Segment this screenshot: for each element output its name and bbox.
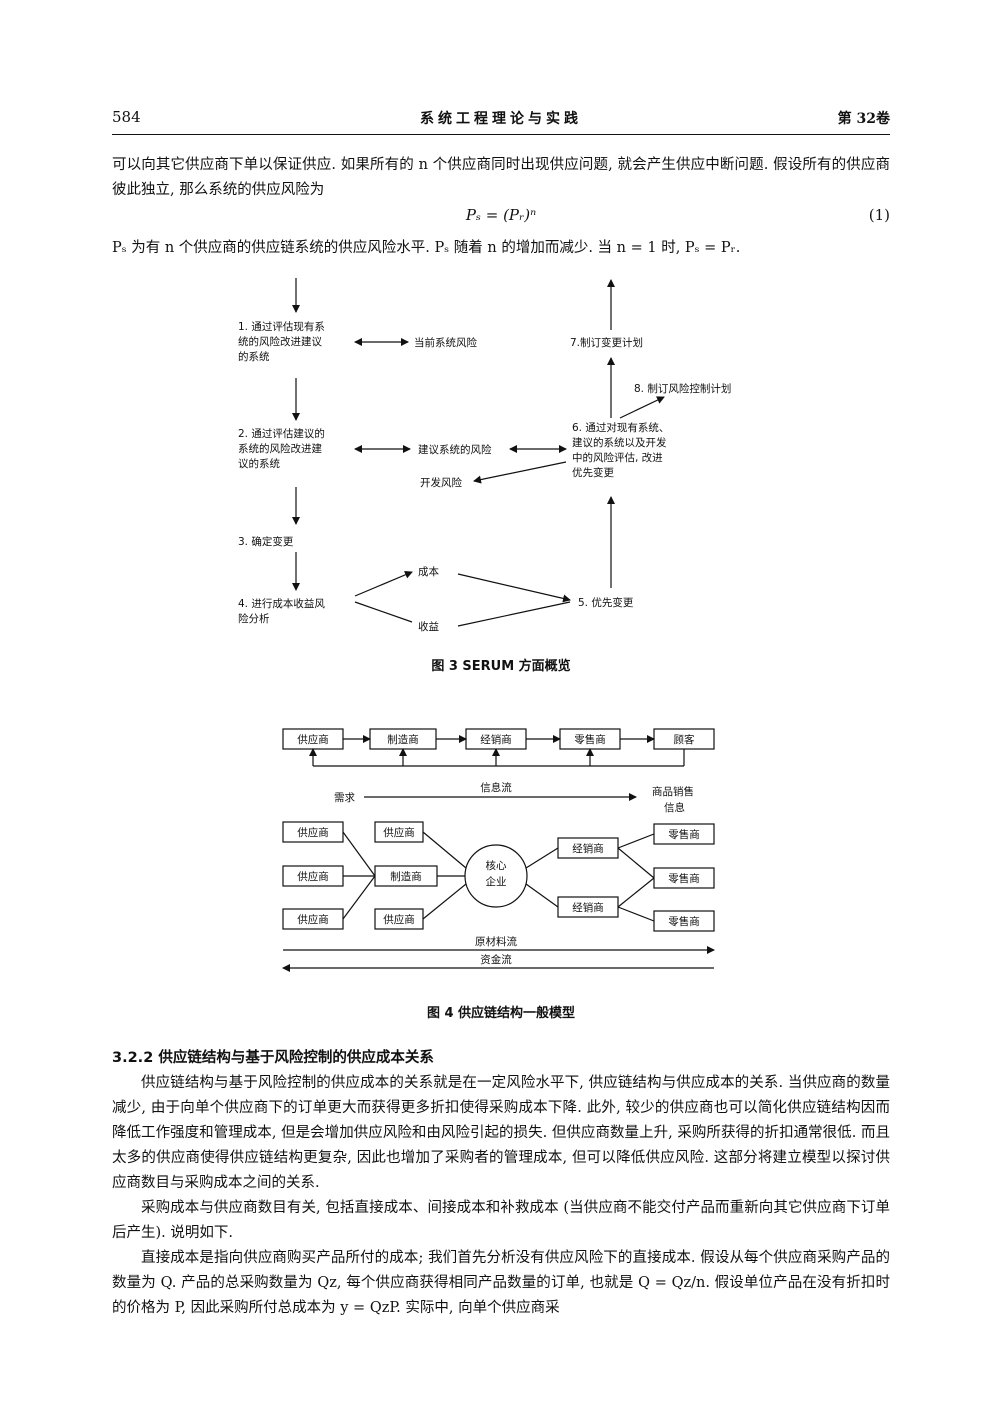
figure-3-labels: 1. 通过评估现有系 统的风险改进建议 的系统 当前系统风险 7.制订变更计划 … [238, 320, 731, 633]
fig4-chain-retailer: 零售商 [574, 733, 606, 746]
fig4-chain-manufacturer: 制造商 [387, 733, 419, 746]
section-title: 3.2.2 供应链结构与基于风险控制的供应成本关系 [112, 1050, 434, 1066]
fig3-step6-line2: 建议的系统以及开发 [572, 436, 667, 449]
equation-formula: Pₛ = (Pᵣ)ⁿ [465, 206, 537, 224]
fig4-left-supplier-1: 供应商 [297, 826, 329, 839]
fig4-chain-customer: 顾客 [674, 733, 695, 746]
fig4-core-line2: 企业 [486, 875, 507, 888]
figure-3-diagram [292, 278, 665, 627]
fig4-retailer-2: 零售商 [668, 872, 700, 885]
fig3-dev-risk: 开发风险 [420, 476, 462, 489]
fig3-step1-line1: 1. 通过评估现有系 [238, 320, 325, 333]
fig4-distributor-2: 经销商 [572, 901, 604, 914]
page-number: 584 [112, 108, 141, 126]
fig3-step5: 5. 优先变更 [578, 596, 634, 609]
fig3-step1-line3: 的系统 [238, 350, 270, 363]
fig4-chain-distributor: 经销商 [480, 733, 512, 746]
fig4-distributor-1: 经销商 [572, 842, 604, 855]
fig4-mid-supplier-1: 供应商 [383, 826, 415, 839]
fig3-step4-line1: 4. 进行成本收益风 [238, 597, 325, 610]
after-equation-text: Pₛ 为有 n 个供应商的供应链系统的供应风险水平. Pₛ 随着 n 的增加而减… [112, 240, 741, 256]
section-paragraph-3: 直接成本是指向供应商购买产品所付的成本; 我们首先分析没有供应风险下的直接成本.… [112, 1250, 890, 1316]
fig4-retailer-3: 零售商 [668, 915, 700, 928]
fig4-capital-flow: 资金流 [480, 953, 512, 966]
fig3-step3: 3. 确定变更 [238, 535, 294, 548]
fig4-info-flow: 信息流 [480, 781, 512, 794]
fig3-benefit: 收益 [418, 620, 439, 633]
fig4-sales-info-line2: 信息 [664, 801, 685, 814]
header-rule [112, 134, 890, 135]
fig4-material-flow: 原材料流 [475, 935, 517, 948]
section-paragraph-2: 采购成本与供应商数目有关, 包括直接成本、间接成本和补救成本 (当供应商不能交付… [112, 1200, 890, 1241]
equation-1: Pₛ = (Pᵣ)ⁿ (1) [112, 206, 890, 232]
section-paragraph-1: 供应链结构与基于风险控制的供应成本的关系就是在一定风险水平下, 供应链结构与供应… [112, 1075, 890, 1191]
figure-4-labels: 供应商 制造商 经销商 零售商 顾客 需求 信息流 商品销售 信息 供应商 供应… [297, 733, 700, 966]
fig3-step7: 7.制订变更计划 [570, 336, 643, 349]
figure-3-caption: 图 3 SERUM 方面概览 [431, 659, 571, 674]
fig4-mid-manufacturer: 制造商 [390, 870, 422, 883]
fig4-chain-supplier: 供应商 [297, 733, 329, 746]
fig3-cost: 成本 [418, 565, 439, 578]
fig4-retailer-1: 零售商 [668, 828, 700, 841]
fig4-left-supplier-3: 供应商 [297, 913, 329, 926]
fig3-step2-line3: 议的系统 [238, 457, 280, 470]
fig4-sales-info-line1: 商品销售 [652, 785, 694, 798]
fig3-step1-line2: 统的风险改进建议 [238, 335, 322, 348]
fig3-step6-line1: 6. 通过对现有系统、 [572, 421, 669, 434]
fig3-step2-line2: 系统的风险改进建 [238, 442, 322, 455]
fig4-demand: 需求 [334, 792, 355, 804]
fig3-proposed-risk: 建议系统的风险 [418, 443, 492, 456]
fig3-step4-line2: 险分析 [238, 612, 270, 625]
equation-number: (1) [868, 206, 890, 224]
volume-label: 第 32卷 [837, 111, 890, 127]
journal-title: 系统工程理论与实践 [420, 111, 582, 127]
fig3-step6-line4: 优先变更 [572, 466, 614, 479]
fig3-current-risk: 当前系统风险 [414, 336, 477, 349]
fig3-step8: 8. 制订风险控制计划 [634, 382, 731, 395]
page-header: 584 系统工程理论与实践 第 32卷 [112, 108, 890, 134]
fig4-mid-supplier-2: 供应商 [383, 913, 415, 926]
fig4-left-supplier-2: 供应商 [297, 870, 329, 883]
fig3-step2-line1: 2. 通过评估建议的 [238, 427, 325, 440]
fig3-step6-line3: 中的风险评估, 改进 [572, 451, 663, 464]
intro-paragraph: 可以向其它供应商下单以保证供应. 如果所有的 n 个供应商同时出现供应问题, 就… [112, 157, 890, 198]
figure-4-diagram [282, 728, 715, 972]
figure-4-caption: 图 4 供应链结构一般模型 [426, 1006, 576, 1021]
fig4-core-line1: 核心 [486, 859, 507, 872]
